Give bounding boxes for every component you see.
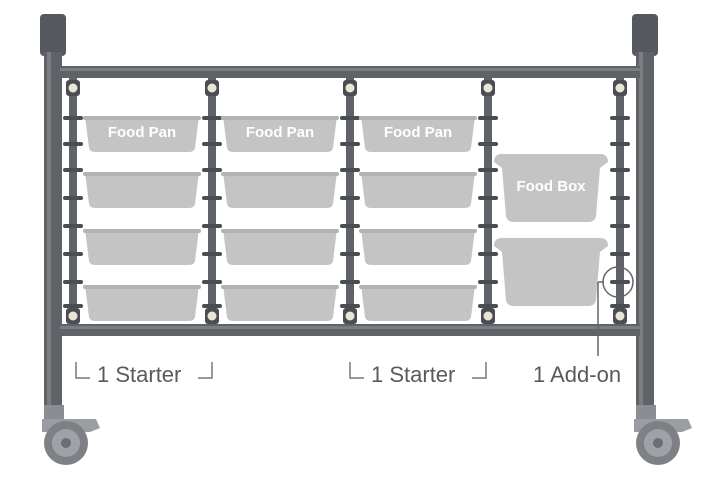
- divider-posts: [63, 78, 630, 324]
- food-pan: [83, 116, 201, 152]
- starter-bracket-right: [349, 362, 487, 379]
- food-box: [494, 154, 608, 222]
- divider-post: [610, 78, 630, 324]
- food-pan: [221, 229, 339, 265]
- starter-label-left: 1 Starter: [97, 362, 182, 387]
- divider-post: [63, 78, 83, 324]
- food-pan: [221, 172, 339, 208]
- top-rail: [60, 66, 640, 78]
- starter-label-right: 1 Starter: [371, 362, 456, 387]
- food-pan: [359, 172, 477, 208]
- divider-post: [478, 78, 498, 324]
- left-post: [40, 14, 66, 412]
- left-caster: [42, 405, 100, 465]
- food-pan: [83, 285, 201, 321]
- food-pan: [221, 116, 339, 152]
- food-pan: [359, 229, 477, 265]
- divider-post: [202, 78, 222, 324]
- food-box-label: Food Box: [516, 178, 586, 195]
- bottom-rail: [60, 324, 640, 336]
- food-pan: [221, 285, 339, 321]
- food-pan-label: Food Pan: [107, 124, 177, 141]
- food-pan-label: Food Pan: [245, 124, 315, 141]
- food-pans: [83, 116, 477, 321]
- addon-callout: [597, 266, 634, 356]
- food-boxes: [494, 154, 608, 306]
- right-post: [632, 14, 658, 412]
- food-box: [494, 238, 608, 306]
- food-pan: [359, 116, 477, 152]
- divider-post: [340, 78, 360, 324]
- food-pan: [83, 172, 201, 208]
- addon-label: 1 Add-on: [533, 362, 622, 387]
- food-pan-label: Food Pan: [383, 124, 453, 141]
- starter-bracket-left: [75, 362, 213, 379]
- food-pan: [83, 229, 201, 265]
- right-caster: [634, 405, 692, 465]
- food-pan: [359, 285, 477, 321]
